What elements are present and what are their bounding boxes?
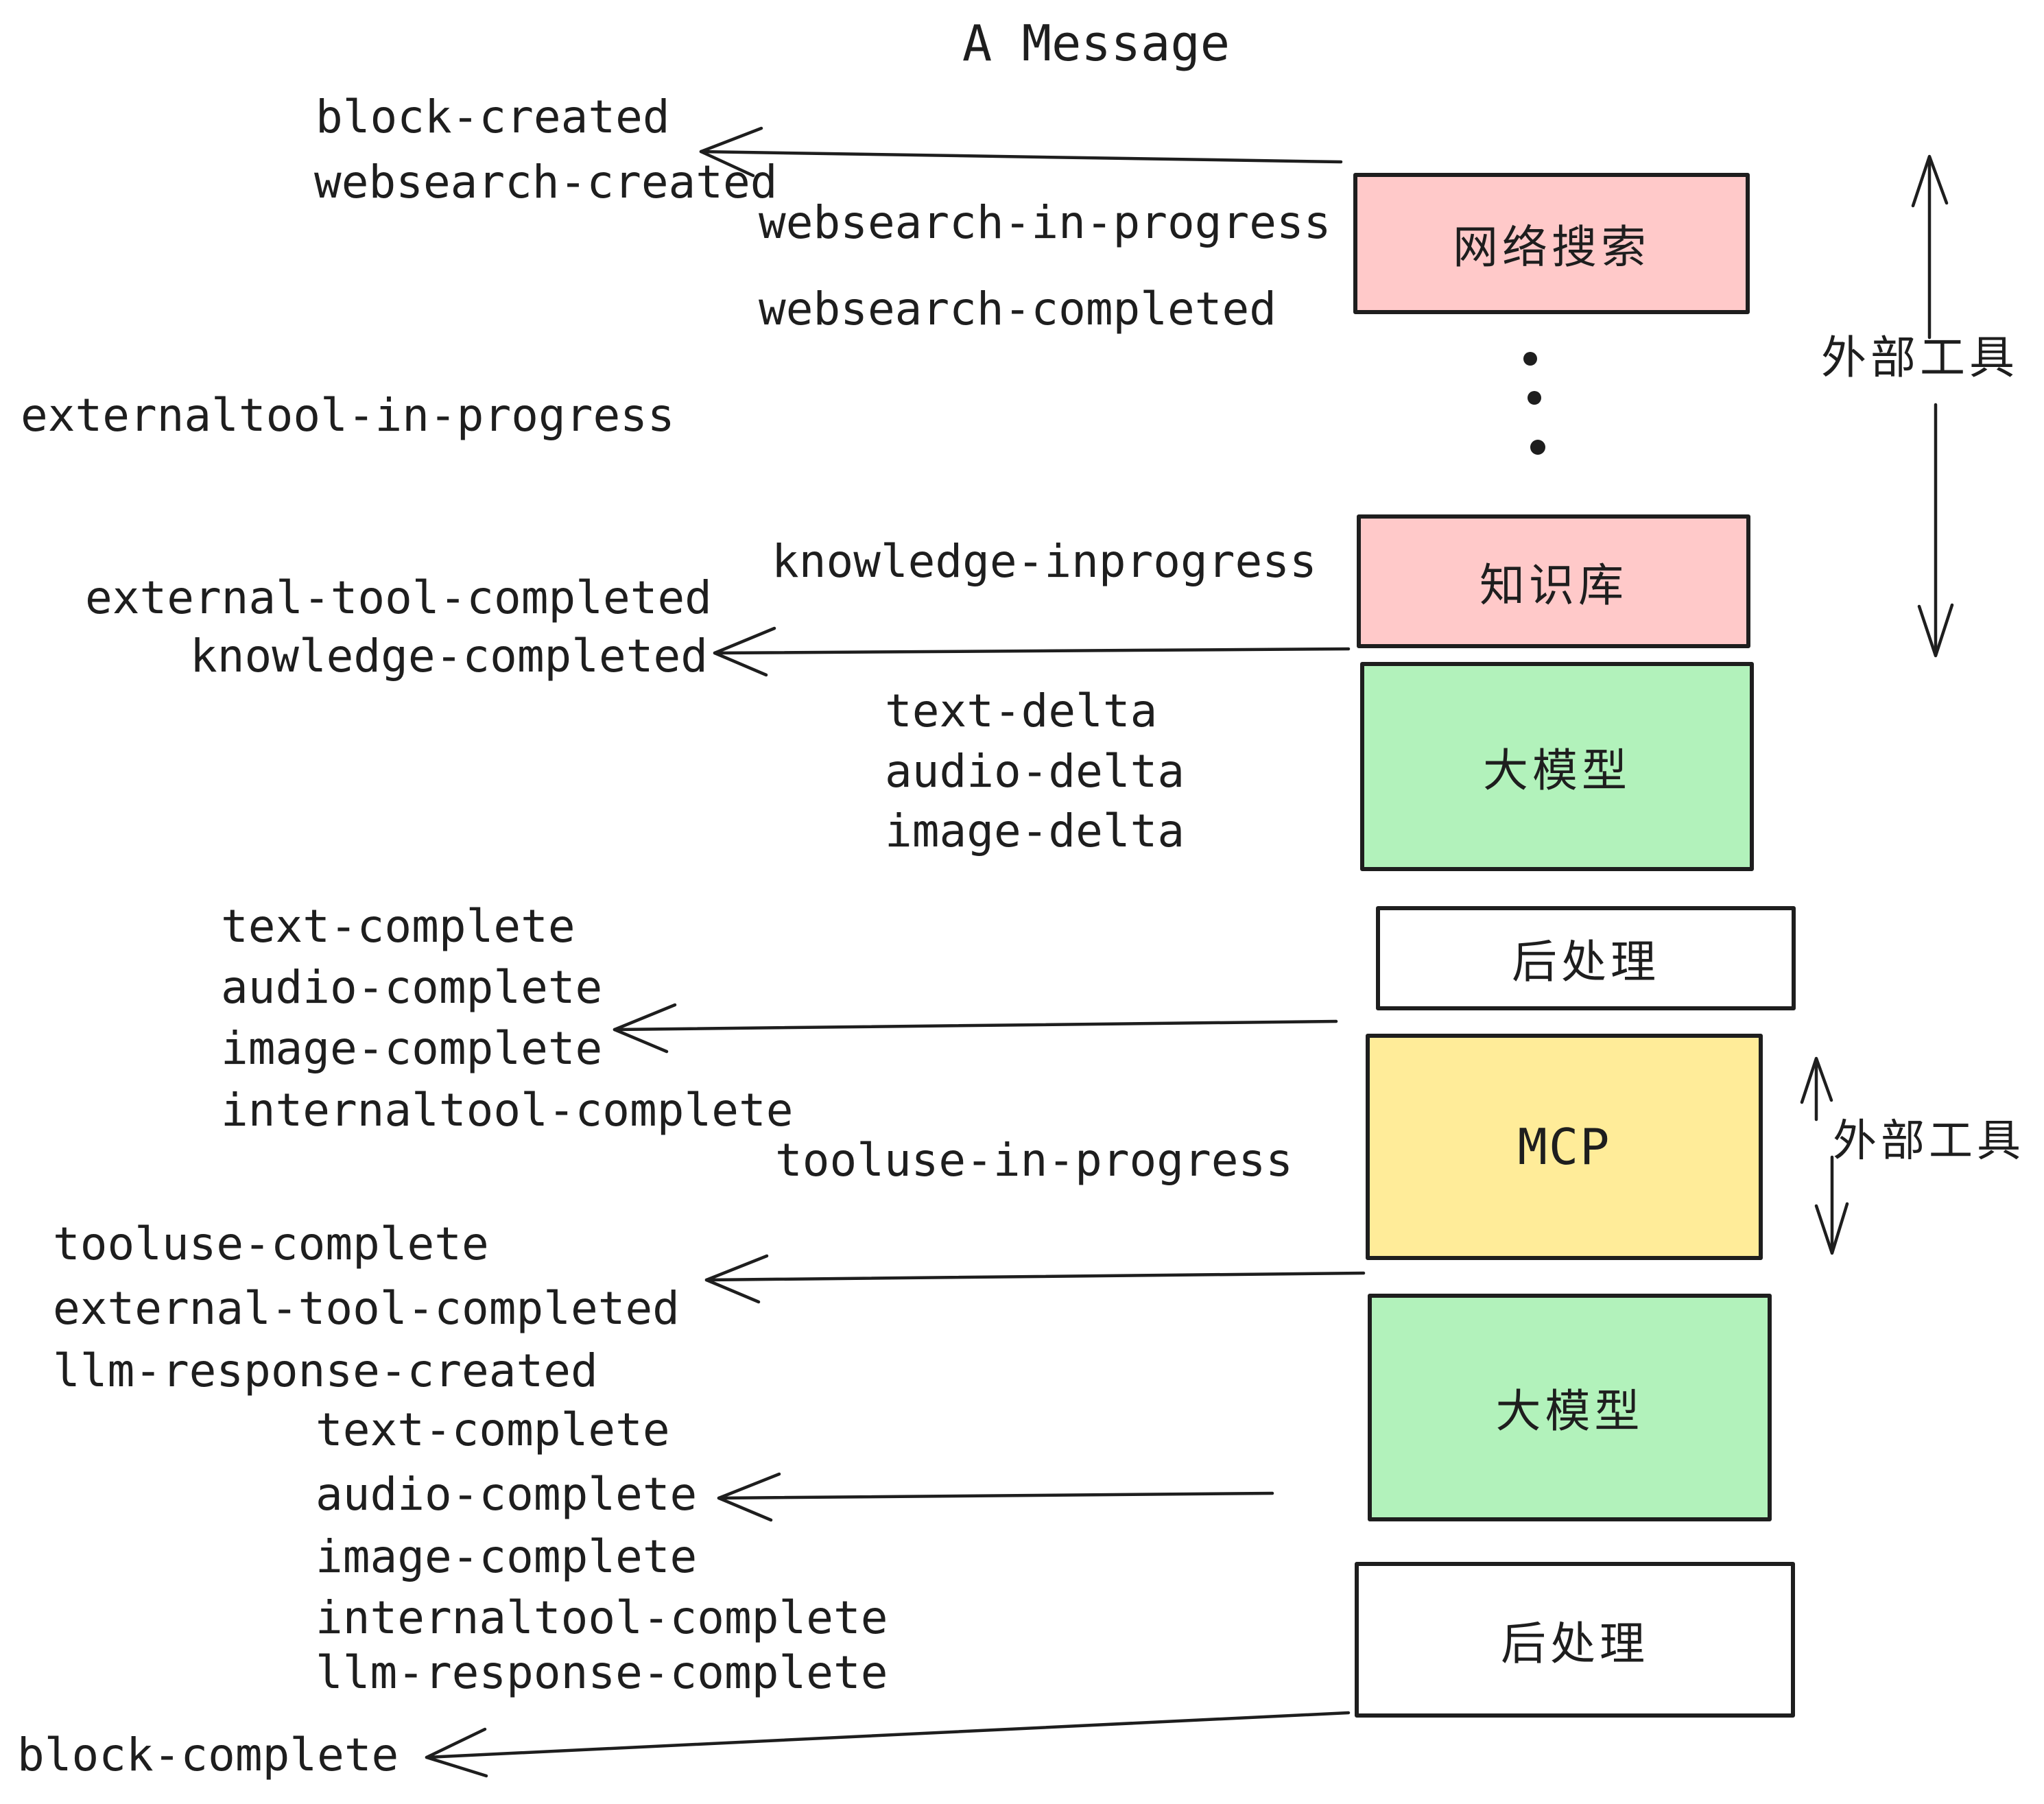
label-image-complete-2: image-complete bbox=[316, 1530, 698, 1583]
label-text-delta-1: text-delta bbox=[885, 685, 1158, 737]
box-postprocess-2-label: 后处理 bbox=[1501, 1617, 1649, 1670]
label-audio-complete-2: audio-complete bbox=[316, 1468, 698, 1521]
box-postprocess-1: 后处理 bbox=[1376, 906, 1796, 1010]
ellipsis-dots bbox=[1523, 352, 1545, 455]
external-tools-down-arrow bbox=[1917, 403, 1954, 658]
external-tools-up-arrow bbox=[1911, 154, 1949, 340]
box-knowledge-base: 知识库 bbox=[1357, 514, 1750, 648]
label-tooluse-in-progress: tooluse-in-progress bbox=[775, 1134, 1293, 1187]
label-text-complete-2: text-complete bbox=[316, 1403, 670, 1456]
label-external-tool-completed-2: external-tool-completed bbox=[53, 1282, 680, 1335]
box-mcp: MCP bbox=[1366, 1034, 1763, 1260]
label-internaltool-complete-2: internaltool-complete bbox=[316, 1591, 888, 1644]
box-llm-1-label: 大模型 bbox=[1483, 744, 1631, 797]
external-tools-label-2: 外部工具 bbox=[1833, 1116, 2025, 1167]
label-external-tool-completed-1: external-tool-completed bbox=[85, 571, 712, 624]
mcp-external-tools-down-arrow bbox=[1814, 1155, 1849, 1255]
label-audio-complete-1: audio-complete bbox=[221, 961, 603, 1014]
box-llm-1: 大模型 bbox=[1360, 662, 1754, 871]
label-text-complete-1: text-complete bbox=[221, 900, 575, 953]
box-llm-2-label: 大模型 bbox=[1495, 1385, 1644, 1438]
external-tools-label-1: 外部工具 bbox=[1821, 331, 2019, 384]
label-websearch-completed: websearch-completed bbox=[759, 283, 1276, 335]
arrow-to-block-created bbox=[699, 126, 1343, 178]
diagram-title: A Message bbox=[962, 14, 1231, 72]
arrow-to-image-complete bbox=[613, 1003, 1338, 1054]
label-image-complete-1: image-complete bbox=[221, 1022, 603, 1075]
label-block-created: block-created bbox=[316, 91, 670, 143]
box-websearch: 网络搜索 bbox=[1353, 173, 1750, 314]
arrow-to-knowledge-completed bbox=[713, 626, 1351, 677]
label-websearch-in-progress: websearch-in-progress bbox=[759, 196, 1331, 249]
label-block-complete: block-complete bbox=[17, 1729, 399, 1781]
box-websearch-label: 网络搜索 bbox=[1453, 221, 1650, 274]
label-knowledge-completed: knowledge-completed bbox=[190, 630, 708, 683]
mcp-external-tools-up-arrow bbox=[1800, 1056, 1833, 1121]
box-mcp-label: MCP bbox=[1517, 1118, 1611, 1176]
label-image-delta-1: image-delta bbox=[885, 805, 1185, 857]
label-llm-response-complete: llm-response-complete bbox=[316, 1646, 888, 1699]
label-internaltool-complete-1: internaltool-complete bbox=[221, 1084, 794, 1137]
label-tooluse-complete: tooluse-complete bbox=[53, 1218, 489, 1270]
label-audio-delta-1: audio-delta bbox=[885, 745, 1185, 798]
label-llm-response-created: llm-response-created bbox=[53, 1344, 598, 1397]
box-llm-2: 大模型 bbox=[1368, 1294, 1772, 1521]
box-knowledge-base-label: 知识库 bbox=[1479, 558, 1628, 612]
label-externaltool-in-progress: externaltool-in-progress bbox=[21, 389, 675, 442]
label-knowledge-inprogress: knowledge-inprogress bbox=[772, 535, 1317, 588]
arrow-to-tooluse-complete bbox=[704, 1254, 1366, 1304]
arrow-to-block-complete bbox=[425, 1711, 1351, 1778]
label-websearch-created: websearch-created bbox=[314, 156, 778, 209]
box-postprocess-1-label: 后处理 bbox=[1512, 936, 1660, 988]
arrow-to-audio-complete bbox=[717, 1472, 1274, 1522]
box-postprocess-2: 后处理 bbox=[1355, 1562, 1795, 1718]
